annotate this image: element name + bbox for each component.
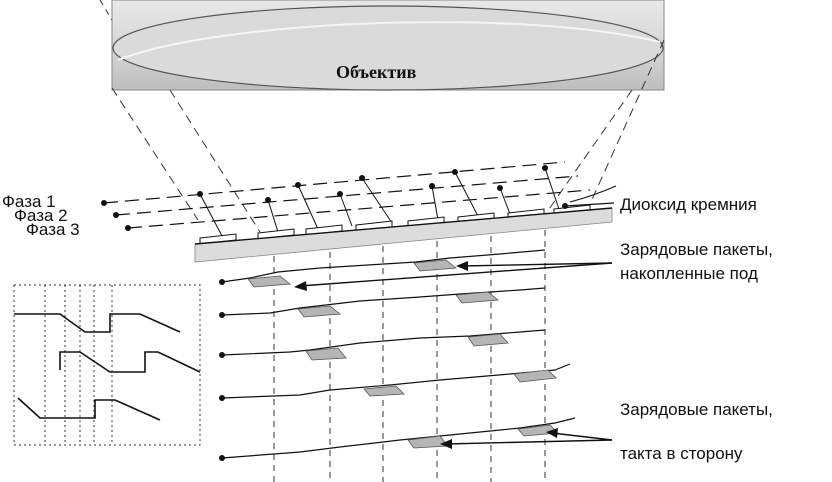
well-row-3 bbox=[221, 329, 546, 356]
lens-to-oxide-curve bbox=[569, 185, 617, 203]
waveform-phase-1 bbox=[14, 313, 181, 333]
lens-ellipse bbox=[112, 5, 664, 91]
phase-3-line bbox=[127, 189, 591, 229]
projection-line-left-outer bbox=[111, 87, 199, 221]
charge-packet bbox=[467, 333, 509, 347]
charge-packet bbox=[363, 385, 405, 397]
packet-arrowheads bbox=[294, 261, 558, 449]
phase-1-line bbox=[103, 161, 566, 204]
well-row-dots bbox=[219, 279, 225, 461]
phase-2-label: Фаза 2 bbox=[14, 206, 68, 225]
projection-line-right-inner bbox=[539, 89, 633, 223]
charge-packets bbox=[247, 259, 559, 449]
well-row-5 bbox=[221, 417, 576, 459]
packet-arrows bbox=[299, 262, 613, 445]
timing-waveforms bbox=[14, 313, 201, 421]
lens-highlight bbox=[117, 21, 661, 61]
silicon-dioxide-label: Диоксид кремния bbox=[620, 195, 757, 214]
charge-packets-label-line-1: Зарядовые пакеты, bbox=[620, 240, 773, 259]
charge-packet bbox=[407, 435, 449, 449]
projection-line-right-outer bbox=[584, 39, 665, 216]
oxide-pointer-line bbox=[564, 202, 615, 207]
waveform-phase-2 bbox=[59, 351, 201, 373]
charge-packet bbox=[305, 347, 347, 361]
phase-1-label: Фаза 1 bbox=[2, 192, 56, 211]
waveform-phase-3 bbox=[17, 397, 161, 421]
charge-packet bbox=[297, 305, 342, 318]
well-row-2 bbox=[221, 287, 546, 316]
timing-dividers bbox=[44, 285, 113, 445]
phase-3-label: Фаза 3 bbox=[26, 220, 80, 239]
well-row-1 bbox=[221, 249, 546, 283]
electrode-drops bbox=[199, 167, 561, 237]
oxide-pointer-dot bbox=[562, 203, 568, 209]
projection-line-left-inner bbox=[169, 89, 261, 233]
charge-packet bbox=[247, 275, 292, 288]
phase-lines bbox=[103, 161, 591, 229]
phase-2-line bbox=[115, 175, 579, 216]
projection-line-top-left bbox=[99, 0, 113, 21]
lens-label: Объектив bbox=[336, 62, 417, 82]
charge-packet bbox=[513, 369, 557, 383]
charge-packet bbox=[413, 259, 458, 272]
oxide-top-edge bbox=[194, 207, 613, 245]
charge-packets-shift-label-line-2: такта в сторону bbox=[620, 444, 743, 463]
charge-packets-label-line-2: накопленные под bbox=[620, 264, 758, 283]
charge-packets-shift-label-line-1: Зарядовые пакеты, bbox=[620, 400, 773, 419]
timing-box bbox=[13, 284, 201, 446]
charge-packet bbox=[455, 291, 500, 304]
